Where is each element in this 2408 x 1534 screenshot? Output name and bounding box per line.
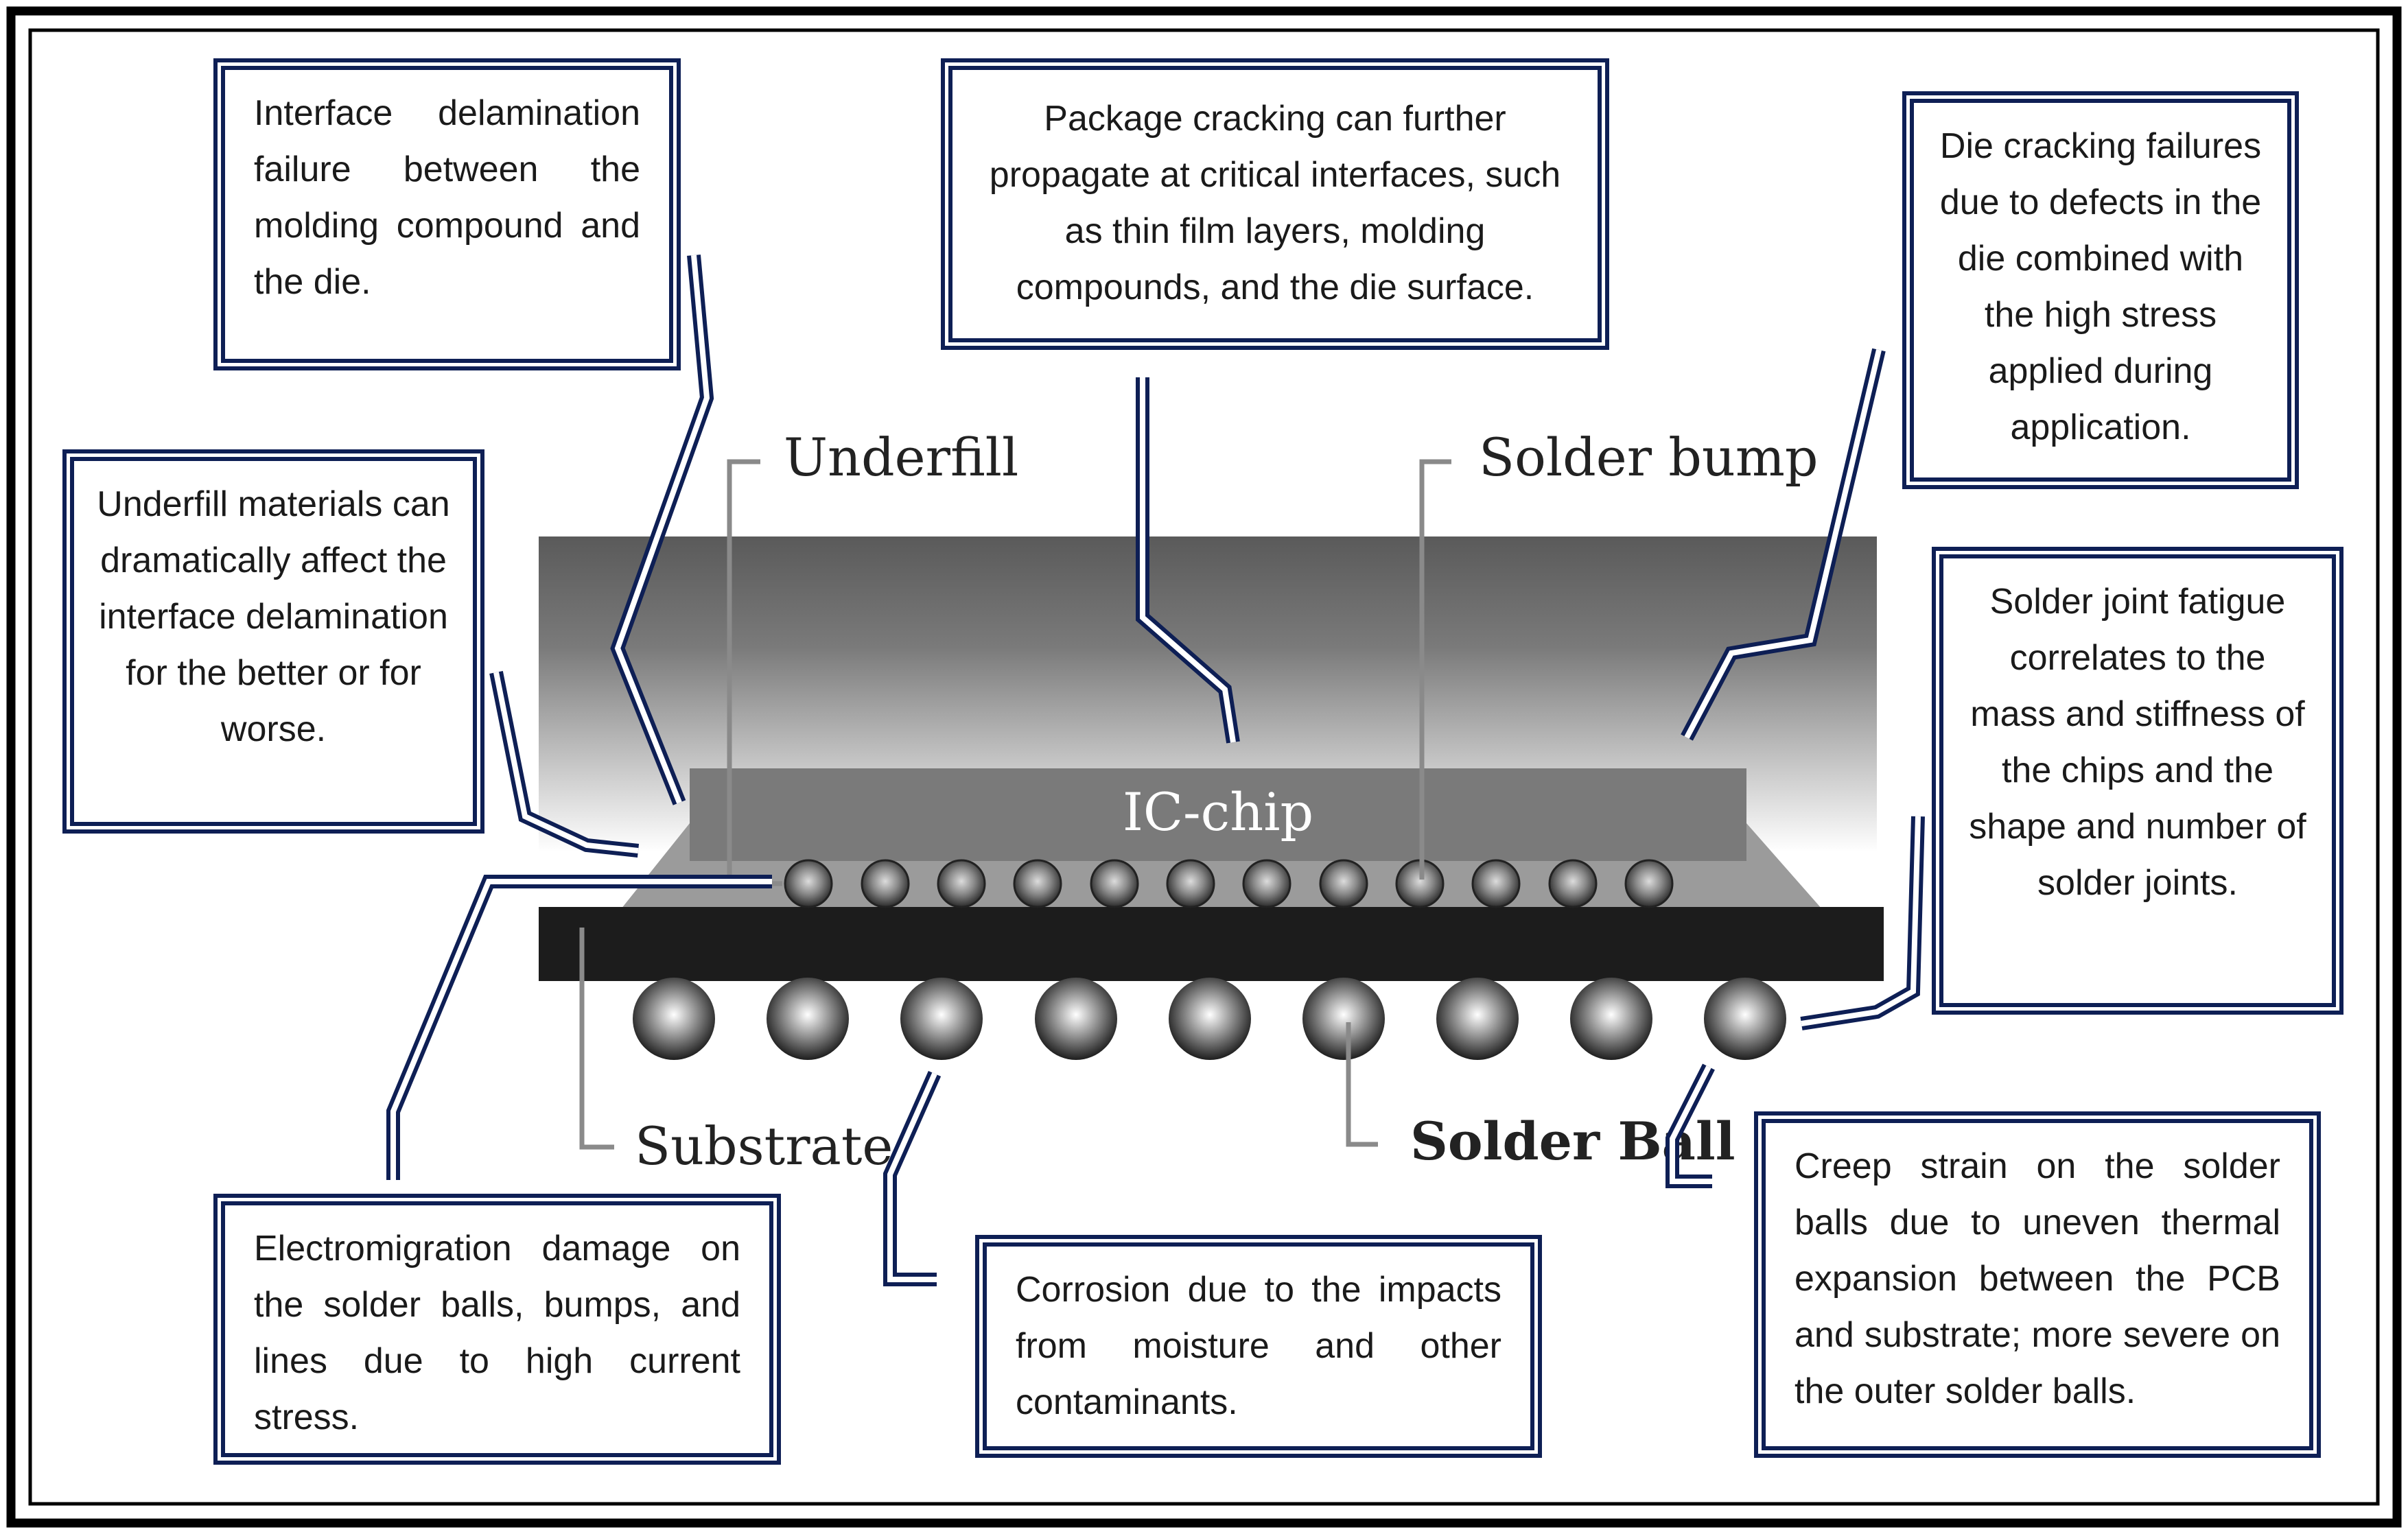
callout-corrosion: Corrosion due to the impacts from moistu… <box>975 1235 1542 1458</box>
solder-ball <box>1035 978 1117 1060</box>
substrate-body <box>539 907 1884 981</box>
leader-electromigration <box>386 875 772 1180</box>
solder-bump <box>937 859 986 908</box>
solder-ball <box>1570 978 1652 1060</box>
solder-bump <box>1242 859 1291 908</box>
leader-underfill-materials <box>489 671 640 858</box>
package-cross-section <box>539 536 1884 1060</box>
leader-lines <box>386 255 1925 1286</box>
solder-ball <box>767 978 849 1060</box>
substrate-pointer <box>579 928 614 1150</box>
solder-bump <box>1090 859 1139 908</box>
callout-package-cracking: Package cracking can further propagate a… <box>941 58 1609 350</box>
callout-creep-strain: Creep strain on the solder balls due to … <box>1754 1111 2321 1458</box>
callout-underfill-materials: Underfill materials can dramatically aff… <box>62 449 484 834</box>
callout-electromigration: Electromigration damage on the solder ba… <box>213 1194 781 1465</box>
component-labels: Underfill Solder bump IC-chip Substrate … <box>579 427 1819 1177</box>
substrate-label: Substrate <box>635 1116 893 1177</box>
inner-frame <box>28 28 2380 1506</box>
solder-balls <box>633 978 1786 1060</box>
solder-bump <box>861 859 910 908</box>
solder-bump <box>784 859 833 908</box>
leader-die-cracking <box>1681 348 1886 741</box>
solder-ball <box>1169 978 1251 1060</box>
solder-bump <box>1548 859 1598 908</box>
solder-ball-pointer <box>1346 1022 1378 1147</box>
solder-bump <box>1013 859 1062 908</box>
solder-ball <box>1436 978 1519 1060</box>
solder-ball <box>1302 978 1385 1060</box>
underfill-label: Underfill <box>784 427 1018 488</box>
solder-bump <box>1319 859 1368 908</box>
solder-bump <box>1624 859 1674 908</box>
solder-bump <box>1471 859 1521 908</box>
solder-ball <box>900 978 983 1060</box>
leader-solder-joint-fatigue <box>1800 816 1925 1030</box>
solder-ball <box>633 978 715 1060</box>
callout-die-cracking: Die cracking failures due to defects in … <box>1902 91 2299 489</box>
solder-bump-pointer <box>1419 459 1451 880</box>
ic-chip-body <box>690 768 1746 861</box>
leader-interface-delamination <box>610 255 714 805</box>
solder-bumps <box>784 859 1674 908</box>
solder-bump-label: Solder bump <box>1479 427 1819 488</box>
ic-chip-label: IC-chip <box>1123 781 1313 842</box>
callout-interface-delamination: Interface delamination failure between t… <box>213 58 681 370</box>
callout-solder-joint-fatigue: Solder joint fatigue correlates to the m… <box>1932 547 2343 1015</box>
leader-creep-strain <box>1665 1063 1715 1188</box>
leader-package-cracking <box>1136 377 1240 744</box>
solder-bump <box>1166 859 1215 908</box>
outer-frame <box>6 6 2402 1528</box>
solder-ball <box>1704 978 1786 1060</box>
leader-corrosion <box>883 1070 942 1286</box>
